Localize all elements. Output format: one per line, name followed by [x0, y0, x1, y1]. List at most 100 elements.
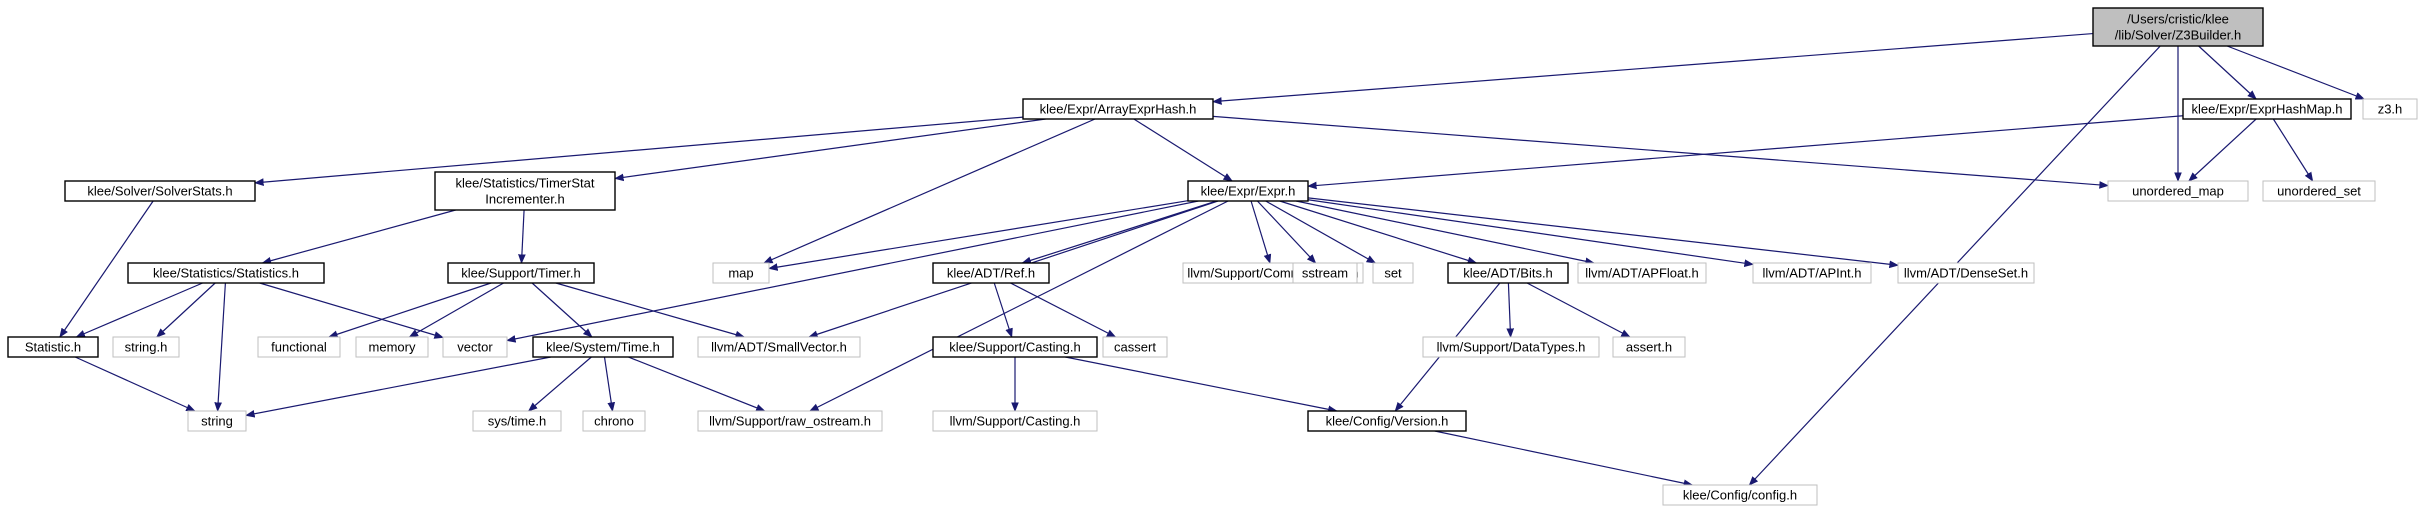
node-label: sys/time.h	[488, 414, 547, 429]
edge-statistic-to-string	[74, 356, 196, 412]
node-config[interactable]: klee/Config/config.h	[1662, 484, 1818, 506]
node-box	[355, 336, 429, 358]
node-label: klee/Expr/Expr.h	[1201, 184, 1296, 199]
node-set[interactable]: set	[1372, 262, 1414, 284]
node-memory[interactable]: memory	[355, 336, 429, 358]
node-label: vector	[457, 340, 493, 355]
node-root[interactable]: /Users/cristic/klee/lib/Solver/Z3Builder…	[2092, 7, 2264, 47]
node-exprhashmap[interactable]: klee/Expr/ExprHashMap.h	[2182, 98, 2352, 120]
edge-expr-to-set	[1265, 200, 1377, 264]
edge-ref-to-casting	[993, 282, 1013, 338]
node-label: z3.h	[2378, 102, 2403, 117]
node-label: functional	[271, 340, 327, 355]
node-casting[interactable]: klee/Support/Casting.h	[932, 336, 1098, 358]
edge-expr-to-bits	[1279, 200, 1478, 265]
node-label: klee/Config/Version.h	[1326, 414, 1449, 429]
node-asserth[interactable]: assert.h	[1612, 336, 1686, 358]
edge-expr-to-raw-ostream	[809, 200, 1229, 412]
node-unordered-set[interactable]: unordered_set	[2262, 180, 2376, 202]
node-box	[932, 336, 1098, 358]
node-box	[1422, 336, 1600, 358]
node-box	[1292, 262, 1358, 284]
edge-exprhashmap-to-unordered-set	[2272, 118, 2314, 182]
node-label: llvm/ADT/DenseSet.h	[1904, 266, 2028, 281]
node-box	[1662, 484, 1818, 506]
edge-timer-to-functional	[328, 282, 492, 338]
node-box	[932, 262, 1050, 284]
node-label: /Users/cristic/klee	[2127, 12, 2229, 27]
edge-timerstat-to-statistics	[261, 209, 456, 265]
node-map[interactable]: map	[712, 262, 770, 284]
edge-arrayexprhash-to-timerstat	[614, 118, 1046, 182]
edge-timer-to-memory	[408, 282, 504, 338]
node-statistic[interactable]: Statistic.h	[7, 336, 99, 358]
edge-arrayexprhash-to-expr	[1133, 118, 1233, 182]
node-box	[1307, 410, 1467, 432]
node-label: llvm/Support/raw_ostream.h	[709, 414, 871, 429]
node-raw-ostream[interactable]: llvm/Support/raw_ostream.h	[697, 410, 883, 432]
node-systime[interactable]: klee/System/Time.h	[532, 336, 674, 358]
node-ref[interactable]: klee/ADT/Ref.h	[932, 262, 1050, 284]
node-box	[447, 262, 595, 284]
node-box	[7, 336, 99, 358]
node-stringh[interactable]: string.h	[112, 336, 180, 358]
node-sys-time[interactable]: sys/time.h	[472, 410, 562, 432]
node-label: assert.h	[1626, 340, 1672, 355]
node-datatypes[interactable]: llvm/Support/DataTypes.h	[1422, 336, 1600, 358]
node-box	[2092, 7, 2264, 47]
node-box	[1897, 262, 2035, 284]
edge-systime-to-raw-ostream	[628, 356, 766, 412]
node-functional[interactable]: functional	[257, 336, 341, 358]
node-label: map	[728, 266, 753, 281]
node-apfloat[interactable]: llvm/ADT/APFloat.h	[1577, 262, 1707, 284]
node-z3h[interactable]: z3.h	[2362, 98, 2418, 120]
node-cassert[interactable]: cassert	[1102, 336, 1168, 358]
node-statistics[interactable]: klee/Statistics/Statistics.h	[127, 262, 325, 284]
node-version[interactable]: klee/Config/Version.h	[1307, 410, 1467, 432]
node-box	[1752, 262, 1872, 284]
node-box	[1612, 336, 1686, 358]
edge-expr-to-ref	[1021, 200, 1217, 265]
node-unordered-map[interactable]: unordered_map	[2107, 180, 2249, 202]
edge-expr-to-vector	[506, 200, 1199, 343]
node-string[interactable]: string	[187, 410, 247, 432]
node-label: /lib/Solver/Z3Builder.h	[2115, 28, 2241, 43]
edge-timerstat-to-timer	[518, 209, 526, 264]
node-arrayexprhash[interactable]: klee/Expr/ArrayExprHash.h	[1022, 98, 1214, 120]
edge-systime-to-sys-time	[527, 356, 592, 412]
node-smallvector[interactable]: llvm/ADT/SmallVector.h	[697, 336, 861, 358]
node-expr[interactable]: klee/Expr/Expr.h	[1187, 180, 1309, 202]
node-box	[2182, 98, 2352, 120]
node-label: unordered_set	[2277, 184, 2361, 199]
node-denseset[interactable]: llvm/ADT/DenseSet.h	[1897, 262, 2035, 284]
edge-root-to-exprhashmap	[2198, 45, 2257, 100]
node-label: klee/Support/Casting.h	[949, 340, 1081, 355]
edge-timer-to-smallvector	[555, 282, 746, 339]
node-box	[187, 410, 247, 432]
edge-root-to-z3h	[2226, 45, 2366, 100]
node-sstream[interactable]: sstream	[1292, 262, 1358, 284]
node-label: string	[201, 414, 233, 429]
node-box	[1372, 262, 1414, 284]
node-solverstats[interactable]: klee/Solver/SolverStats.h	[64, 180, 256, 202]
node-llvmcasting[interactable]: llvm/Support/Casting.h	[932, 410, 1098, 432]
node-vector[interactable]: vector	[442, 336, 508, 358]
node-chrono[interactable]: chrono	[582, 410, 646, 432]
edge-solverstats-to-statistic	[59, 200, 154, 338]
edge-root-to-arrayexprhash	[1212, 32, 2094, 105]
node-label: llvm/Support/DataTypes.h	[1437, 340, 1586, 355]
node-label: llvm/ADT/APFloat.h	[1585, 266, 1698, 281]
edge-expr-to-apfloat	[1295, 200, 1595, 265]
node-bits[interactable]: klee/ADT/Bits.h	[1447, 262, 1569, 284]
node-box	[112, 336, 180, 358]
node-box	[532, 336, 674, 358]
node-label: klee/Config/config.h	[1683, 488, 1797, 503]
node-box	[2362, 98, 2418, 120]
node-label: klee/System/Time.h	[546, 340, 660, 355]
node-apint[interactable]: llvm/ADT/APInt.h	[1752, 262, 1872, 284]
node-box	[1447, 262, 1569, 284]
node-label: string.h	[125, 340, 168, 355]
node-label: llvm/ADT/APInt.h	[1763, 266, 1862, 281]
node-timer[interactable]: klee/Support/Timer.h	[447, 262, 595, 284]
